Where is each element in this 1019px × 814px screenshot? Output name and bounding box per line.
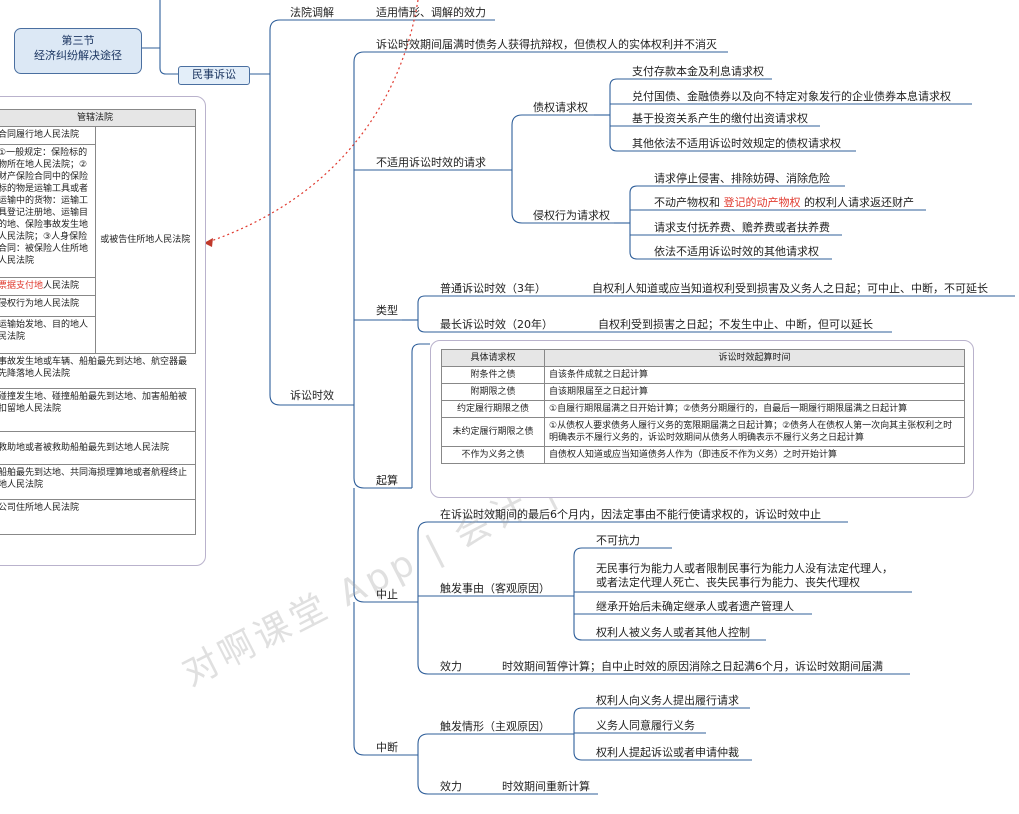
- jurisdiction-table: 管辖法院 合同履行地人民法院 或被告住所地人民法院 ①一般规定：保险标的物所在地…: [0, 109, 196, 535]
- creditor-item: 其他依法不适用诉讼时效规定的债权请求权: [632, 137, 841, 150]
- creditor-claim-label: 债权请求权: [533, 101, 588, 114]
- start-time: 自债权人知道或应当知道债务人作为（即违反不作为义务）之时开始计算: [544, 446, 965, 464]
- tort-item-prefix: 不动产物权和: [654, 196, 720, 209]
- table-row: 船舶最先到达地、共同海损理算地或者航程终止地人民法院: [0, 464, 196, 500]
- jurisdiction-header: 管辖法院: [0, 109, 196, 127]
- start-table: 具体请求权 诉讼时效起算时间 附条件之债 自该条件成就之日起计算 附期限之债 自…: [441, 349, 965, 464]
- bill-payment-place: 票据支付地: [0, 281, 44, 291]
- start-time: 自该条件成就之日起计算: [544, 366, 965, 384]
- start-time: 自该期限届至之日起计算: [544, 383, 965, 401]
- start-claim: 附期限之债: [441, 383, 545, 401]
- suspension-trigger-item: 无民事行为能力人或者限制民事行为能力人没有法定代理人，: [596, 562, 893, 575]
- jurisdiction-cell: 船舶最先到达地、共同海损理算地或者航程终止地人民法院: [0, 464, 196, 500]
- interruption-effect-label: 效力: [440, 780, 462, 793]
- jurisdiction-cell: 运输始发地、目的地人民法院: [0, 316, 96, 354]
- jurisdiction-cell: 公司住所地人民法院: [0, 499, 196, 535]
- interruption-trigger-label: 触发情形（主观原因）: [440, 720, 550, 733]
- jurisdiction-side: 或被告住所地人民法院: [94, 126, 196, 354]
- suspension-trigger-item: 继承开始后未确定继承人或者遗产管理人: [596, 600, 794, 613]
- start-table-header: 具体请求权: [441, 349, 545, 367]
- longest-limitation-desc: 自权利受到损害之日起；不发生中止、中断，但可以延长: [598, 318, 873, 331]
- tort-item: 请求支付抚养费、赡养费或者扶养费: [654, 221, 830, 234]
- tort-claim-label: 侵权行为请求权: [533, 209, 610, 222]
- section-node-line1: 第三节: [61, 34, 95, 47]
- start-claim: 附条件之债: [441, 366, 545, 384]
- longest-limitation-label: 最长诉讼时效（20年）: [440, 318, 553, 331]
- limitation-label: 诉讼时效: [290, 389, 334, 402]
- interruption-trigger-item: 义务人同意履行义务: [596, 719, 695, 732]
- interruption-effect-desc: 时效期间重新计算: [502, 780, 590, 793]
- section-node[interactable]: 第三节 经济纠纷解决途径: [14, 28, 142, 74]
- table-row: ①一般规定：保险标的物所在地人民法院；②财产保险合同中的保险标的物是运输工具或者…: [0, 144, 196, 278]
- start-claim: 不作为义务之债: [441, 446, 545, 464]
- civil-litigation-node[interactable]: 民事诉讼: [178, 66, 250, 85]
- suspension-trigger-item: 权利人被义务人或者其他人控制: [596, 626, 750, 639]
- types-label: 类型: [376, 304, 398, 317]
- limitation-top-note: 诉讼时效期间届满时债务人获得抗辩权，但债权人的实体权利并不消灭: [376, 38, 717, 51]
- table-row: 约定履行期限之债 ①自履行期限届满之日开始计算；②债务分期履行的，自最后一期履行…: [441, 400, 965, 418]
- table-row: 附期限之债 自该期限届至之日起计算: [441, 383, 965, 401]
- table-row: 不作为义务之债 自债权人知道或应当知道债务人作为（即违反不作为义务）之时开始计算: [441, 446, 965, 464]
- suspension-trigger-label: 触发事由（客观原因）: [440, 582, 550, 595]
- start-claim: 约定履行期限之债: [441, 400, 545, 418]
- suspension-effect-desc: 时效期间暂停计算；自中止时效的原因消除之日起满6个月，诉讼时效期间届满: [502, 660, 883, 673]
- interruption-label: 中断: [376, 741, 398, 754]
- tort-item: 依法不适用诉讼时效的其他请求权: [654, 245, 819, 258]
- table-row: 合同履行地人民法院 或被告住所地人民法院: [0, 126, 196, 354]
- table-row: 事故发生地或车辆、船舶最先到达地、航空器最先降落地人民法院: [0, 353, 196, 389]
- ordinary-limitation-label: 普通诉讼时效（3年）: [440, 282, 546, 295]
- interruption-trigger-item: 权利人向义务人提出履行请求: [596, 694, 739, 707]
- jurisdiction-cell: 事故发生地或车辆、船舶最先到达地、航空器最先降落地人民法院: [0, 353, 196, 389]
- interruption-trigger-item: 权利人提起诉讼或者申请仲裁: [596, 746, 739, 759]
- start-time: ①从债权人要求债务人履行义务的宽限期届满之日起计算；②债务人在债权人第一次向其主…: [544, 417, 965, 447]
- jurisdiction-cell-suffix: 人民法院: [43, 281, 80, 291]
- section-node-line2: 经济纠纷解决途径: [34, 49, 122, 62]
- not-applicable-label: 不适用诉讼时效的请求: [376, 156, 486, 169]
- table-row: 附条件之债 自该条件成就之日起计算: [441, 366, 965, 384]
- suspension-effect-label: 效力: [440, 660, 462, 673]
- jurisdiction-cell: 救助地或者被救助船舶最先到达地人民法院: [0, 431, 196, 465]
- court-mediation-desc: 适用情形、调解的效力: [376, 6, 486, 19]
- suspension-trigger-item: 不可抗力: [596, 534, 640, 547]
- tort-item-highlight: 登记的动产物权: [723, 196, 801, 209]
- jurisdiction-cell: 碰撞发生地、碰撞船舶最先到达地、加害船舶被扣留地人民法院: [0, 388, 196, 432]
- table-row: 碰撞发生地、碰撞船舶最先到达地、加害船舶被扣留地人民法院: [0, 388, 196, 432]
- suspension-label: 中止: [376, 588, 398, 601]
- suspension-note: 在诉讼时效期间的最后6个月内，因法定事由不能行使请求权的，诉讼时效中止: [440, 508, 821, 521]
- table-row: 救助地或者被救助船舶最先到达地人民法院: [0, 431, 196, 465]
- table-row: 公司住所地人民法院: [0, 499, 196, 535]
- court-mediation-label: 法院调解: [290, 6, 334, 19]
- creditor-item: 支付存款本金及利息请求权: [632, 65, 764, 78]
- tort-item: 请求停止侵害、排除妨碍、消除危险: [654, 172, 830, 185]
- tort-item: 不动产物权和 登记的动产物权 的权利人请求返还财产: [654, 196, 914, 210]
- start-time: ①自履行期限届满之日开始计算；②债务分期履行的，自最后一期履行期限届满之日起计算: [544, 400, 965, 418]
- jurisdiction-cell: 票据支付地人民法院: [0, 277, 96, 296]
- jurisdiction-cell: ①一般规定：保险标的物所在地人民法院；②财产保险合同中的保险标的物是运输工具或者…: [0, 144, 96, 278]
- creditor-item: 基于投资关系产生的缴付出资请求权: [632, 112, 808, 125]
- tort-item-suffix: 的权利人请求返还财产: [804, 196, 914, 209]
- ordinary-limitation-desc: 自权利人知道或应当知道权利受到损害及义务人之日起；可中止、中断，不可延长: [592, 282, 988, 295]
- start-label: 起算: [376, 474, 398, 487]
- table-row: 未约定履行期限之债 ①从债权人要求债务人履行义务的宽限期届满之日起计算；②债务人…: [441, 417, 965, 447]
- jurisdiction-cell: 合同履行地人民法院: [0, 126, 96, 145]
- start-table-header: 诉讼时效起算时间: [544, 349, 965, 367]
- table-row: 运输始发地、目的地人民法院: [0, 316, 196, 354]
- jurisdiction-cell: 侵权行为地人民法院: [0, 295, 96, 317]
- creditor-item: 兑付国债、金融债券以及向不特定对象发行的企业债券本息请求权: [632, 90, 951, 103]
- start-claim: 未约定履行期限之债: [441, 417, 545, 447]
- suspension-trigger-item: 或者法定代理人死亡、丧失民事行为能力、丧失代理权: [596, 576, 860, 589]
